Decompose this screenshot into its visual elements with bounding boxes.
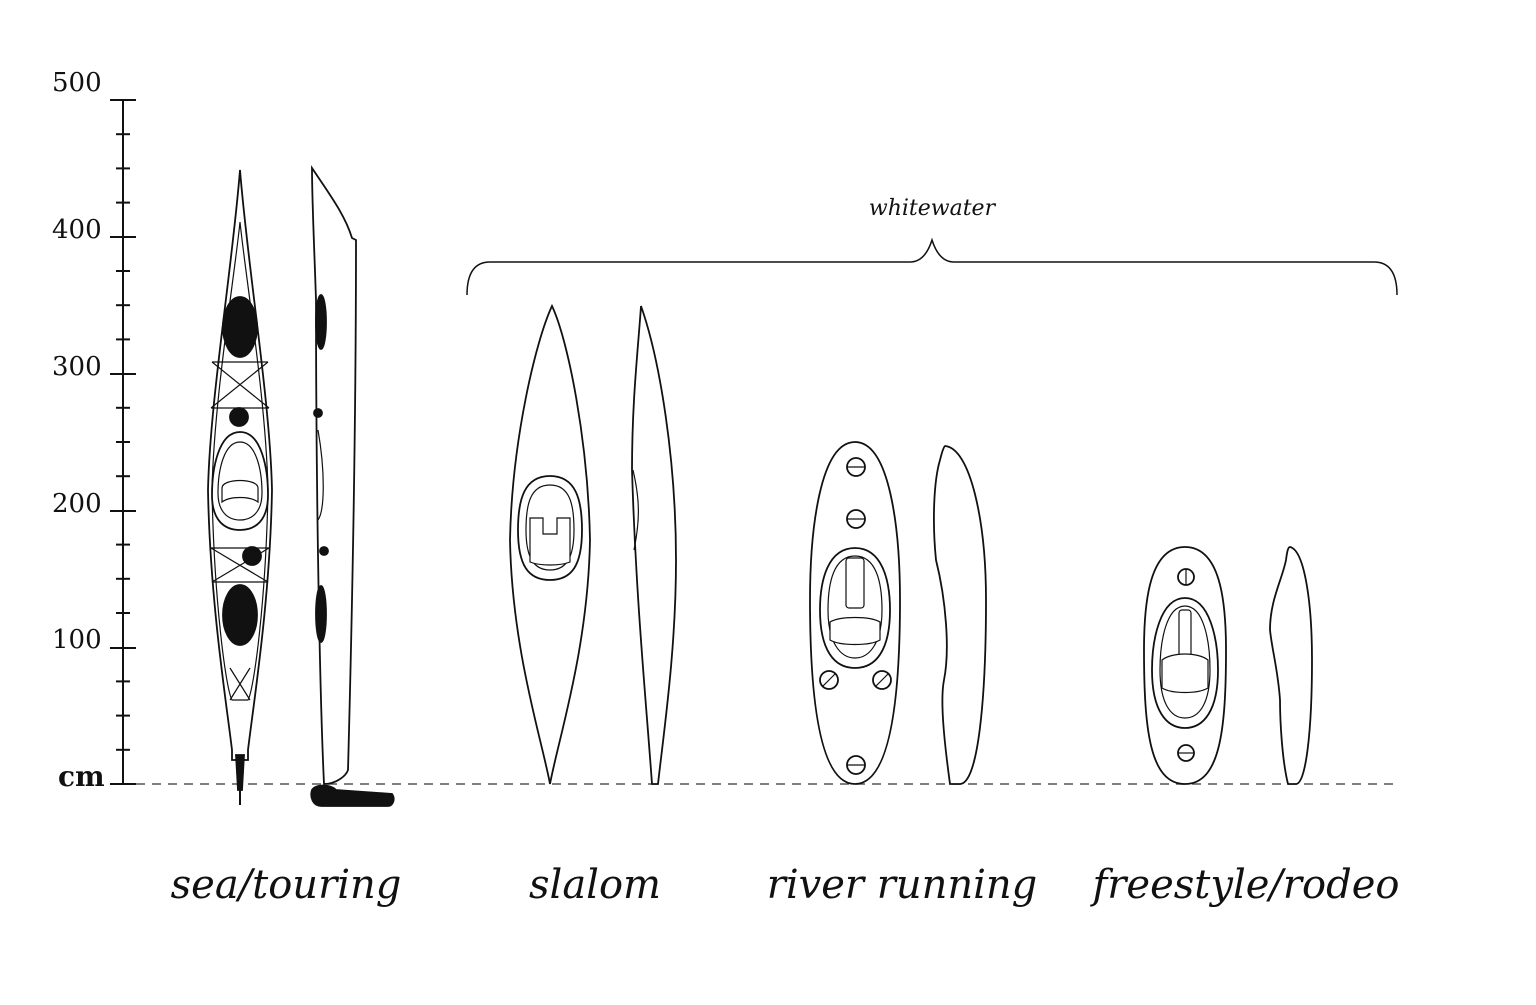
- category-label-sea-touring: sea/touring: [170, 862, 402, 908]
- river-running-side-view: [933, 445, 987, 785]
- sea-touring-top-view: [207, 169, 273, 805]
- scale-label-400: 400: [52, 215, 102, 245]
- scale-major-ticks: [110, 99, 136, 785]
- scale-minor-ticks: [116, 133, 130, 751]
- slalom-top-view: [509, 303, 591, 785]
- whitewater-label: whitewater: [868, 196, 996, 221]
- scale-label-200: 200: [52, 489, 102, 519]
- scale-label-300: 300: [52, 352, 102, 382]
- category-label-freestyle-rodeo: freestyle/rodeo: [1092, 862, 1400, 908]
- whitewater-brace: [466, 237, 1398, 296]
- slalom-side-view: [631, 305, 677, 785]
- freestyle-rodeo-top-view: [1143, 546, 1227, 785]
- sea-touring-side-view: [310, 165, 395, 807]
- scale-unit-label: cm: [58, 760, 105, 793]
- category-label-slalom: slalom: [529, 862, 661, 908]
- category-label-river-running: river running: [766, 862, 1038, 908]
- scale-label-500: 500: [52, 68, 102, 98]
- scale-label-100: 100: [52, 625, 102, 655]
- freestyle-rodeo-side-view: [1269, 546, 1313, 785]
- river-running-top-view: [809, 441, 901, 785]
- height-scale-ruler: [110, 99, 136, 785]
